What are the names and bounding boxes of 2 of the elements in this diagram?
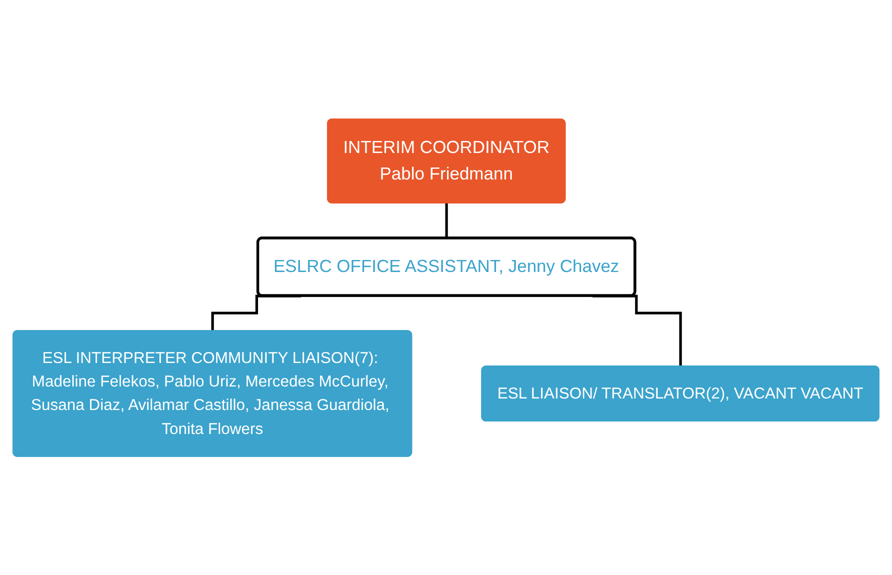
connector <box>211 294 302 332</box>
connector <box>592 294 682 368</box>
